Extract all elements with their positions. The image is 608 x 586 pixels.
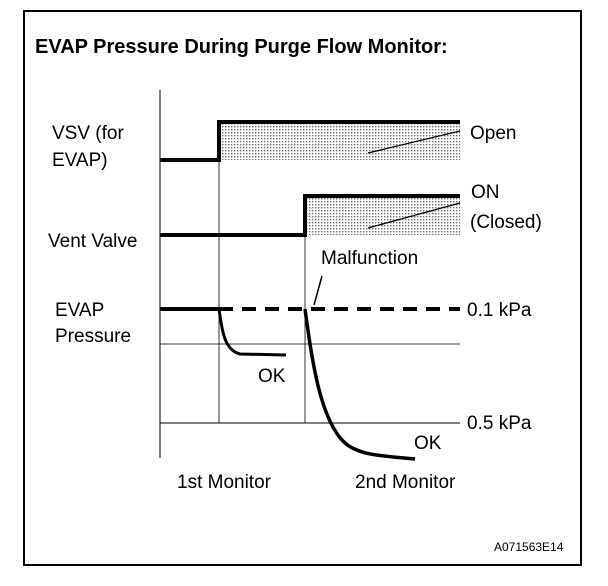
vent-valve-on-label: ON (471, 182, 500, 203)
evap-pressure-label-line2: Pressure (55, 326, 131, 347)
vsv-signal-trace (160, 120, 460, 162)
vent-valve-on-fill (305, 196, 460, 235)
figure-id: A071563E14 (494, 540, 564, 554)
vent-valve-label: Vent Valve (48, 231, 137, 252)
vsv-label-line2: EVAP) (52, 150, 108, 171)
vent-valve-signal-trace (160, 194, 460, 237)
malfunction-label: Malfunction (321, 248, 418, 269)
first-monitor-label: 1st Monitor (177, 472, 272, 493)
vent-valve-on-leader (367, 202, 461, 229)
pressure-0-5kpa-label: 0.5 kPa (467, 413, 532, 434)
vsv-open-label: Open (470, 123, 516, 144)
figure-border (23, 10, 582, 566)
second-ok-label: OK (414, 433, 442, 454)
evap-pressure-label-line1: EVAP (55, 300, 104, 321)
vsv-open-leader (367, 130, 461, 154)
vent-valve-closed-label: (Closed) (470, 212, 542, 233)
second-monitor-label: 2nd Monitor (355, 472, 456, 493)
vsv-label-line1: VSV (for (52, 123, 124, 144)
first-ok-label: OK (258, 366, 286, 387)
vsv-open-fill (219, 122, 460, 160)
malfunction-leader (313, 275, 323, 306)
first-monitor-ok-curve (217, 308, 287, 357)
pressure-0-1kpa-label: 0.1 kPa (467, 300, 532, 321)
diagram-title: EVAP Pressure During Purge Flow Monitor: (35, 36, 448, 58)
second-monitor-ok-curve (303, 308, 416, 461)
